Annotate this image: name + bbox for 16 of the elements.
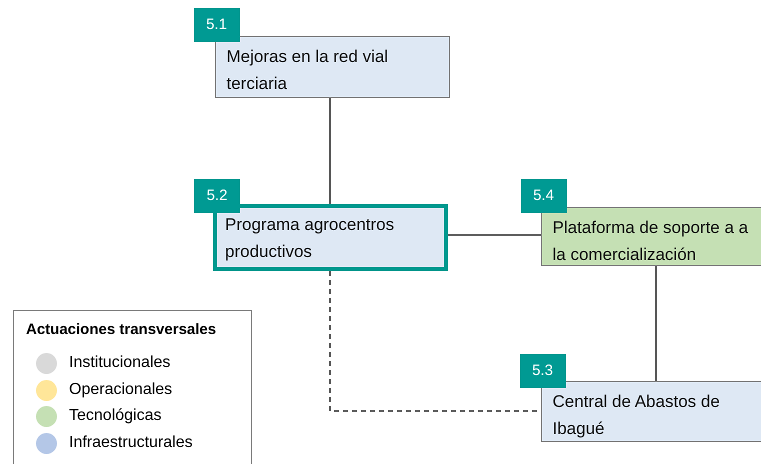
step-number-tag: 5.2 [194, 179, 240, 213]
step-number-tag: 5.1 [194, 8, 240, 42]
box-text: Programa agrocentros productivos [225, 214, 396, 263]
box-text: Mejoras en la red vial terciaria [226, 46, 390, 94]
legend-title: Actuaciones transversales [26, 321, 216, 338]
box-text: Plataforma de soporte a a la comercialización [552, 216, 750, 266]
box-text: Central de Abastos de Ibagué [552, 390, 721, 440]
legend-label: Infraestructurales [69, 434, 193, 452]
legend-label: Operacionales [69, 380, 172, 398]
connector [655, 266, 657, 381]
legend-label: Tecnológicas [69, 407, 162, 425]
legend-label: Institucionales [69, 354, 170, 372]
connector [329, 98, 331, 204]
connector [448, 234, 541, 236]
step-number-tag: 5.3 [520, 354, 566, 388]
step-number-tag: 5.4 [520, 178, 566, 212]
